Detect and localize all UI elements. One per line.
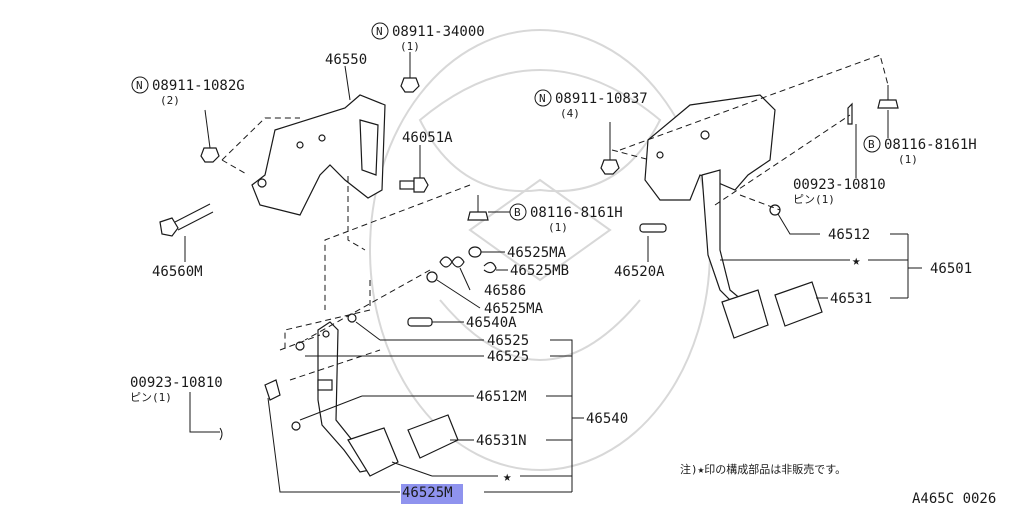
clip-46525MB xyxy=(483,261,497,274)
label-pin-left-sub: ピン(1) xyxy=(130,391,172,404)
bushing-46525MA-1 xyxy=(468,246,482,258)
bolt-46051A xyxy=(399,177,429,193)
label-46525MA-2: 46525MA xyxy=(484,301,544,317)
nut-08911-10837 xyxy=(600,159,620,175)
highlight-box xyxy=(401,484,463,504)
label-pin-right-sub: ピン(1) xyxy=(793,193,835,206)
label-46525M: 46525M xyxy=(402,485,453,501)
spring-46586 xyxy=(439,256,465,268)
pin-00923-10810-right xyxy=(847,102,853,125)
label-pin-00923-10810-right: 00923-10810 xyxy=(793,177,886,193)
label-46540A: 46540A xyxy=(466,315,517,331)
circle-n-left: N xyxy=(136,79,143,92)
label-46501: 46501 xyxy=(930,261,972,277)
label-nut-08911-10837: 08911-10837 xyxy=(555,91,648,107)
label-pin-00923-10810-left: 00923-10810 xyxy=(130,375,223,391)
label-46512M: 46512M xyxy=(476,389,527,405)
bolt-08116-8161H-mid xyxy=(467,195,489,221)
note-text: 注)★印の構成部品は非販売です。 xyxy=(680,462,846,476)
nut-08911-34000 xyxy=(400,77,420,93)
label-46531N: 46531N xyxy=(476,433,527,449)
label-bolt-08116-8161H-mid: 08116-8161H xyxy=(530,205,623,221)
label-nut-08911-34000-qty: (1) xyxy=(400,40,420,53)
pedal-46501 xyxy=(701,169,823,339)
bracket-46501 xyxy=(644,94,776,201)
nut-08911-1082G xyxy=(200,147,220,163)
label-bolt-08116-8161H-right: 08116-8161H xyxy=(884,137,977,153)
circle-b-right: B xyxy=(868,138,875,151)
star-left: ★ xyxy=(503,469,512,485)
label-46531: 46531 xyxy=(830,291,872,307)
label-nut-08911-10837-qty: (4) xyxy=(560,107,580,120)
label-46560M: 46560M xyxy=(152,264,203,280)
circle-n-top: N xyxy=(376,25,383,38)
label-46550: 46550 xyxy=(325,52,367,68)
pedal-46540 xyxy=(264,313,459,477)
label-46525MB: 46525MB xyxy=(510,263,569,279)
label-46051A: 46051A xyxy=(402,130,453,146)
circle-n-right: N xyxy=(539,92,546,105)
pin-46540A xyxy=(407,317,433,327)
label-46540: 46540 xyxy=(586,411,628,427)
pin-46520A xyxy=(639,223,667,233)
label-46586: 46586 xyxy=(484,283,526,299)
label-bolt-08116-8161H-right-qty: (1) xyxy=(898,153,918,166)
star-right: ★ xyxy=(852,253,861,269)
label-46525-2: 46525 xyxy=(487,349,529,365)
bracket-46550 xyxy=(251,94,386,216)
label-46520A: 46520A xyxy=(614,264,665,280)
label-46525MA-1: 46525MA xyxy=(507,245,567,261)
label-46525-1: 46525 xyxy=(487,333,529,349)
label-bolt-08116-8161H-mid-qty: (1) xyxy=(548,221,568,234)
bolt-08116-8161H-right xyxy=(877,85,899,109)
label-nut-08911-1082G: 08911-1082G xyxy=(152,78,245,94)
figure-code: A465C 0026 xyxy=(912,491,996,507)
label-46512: 46512 xyxy=(828,227,870,243)
bushing-46525MA-2 xyxy=(426,271,438,283)
label-nut-08911-1082G-qty: (2) xyxy=(160,94,180,107)
bolt-46560M xyxy=(159,203,214,237)
label-nut-08911-34000: 08911-34000 xyxy=(392,24,485,40)
circle-b-mid: B xyxy=(514,206,521,219)
